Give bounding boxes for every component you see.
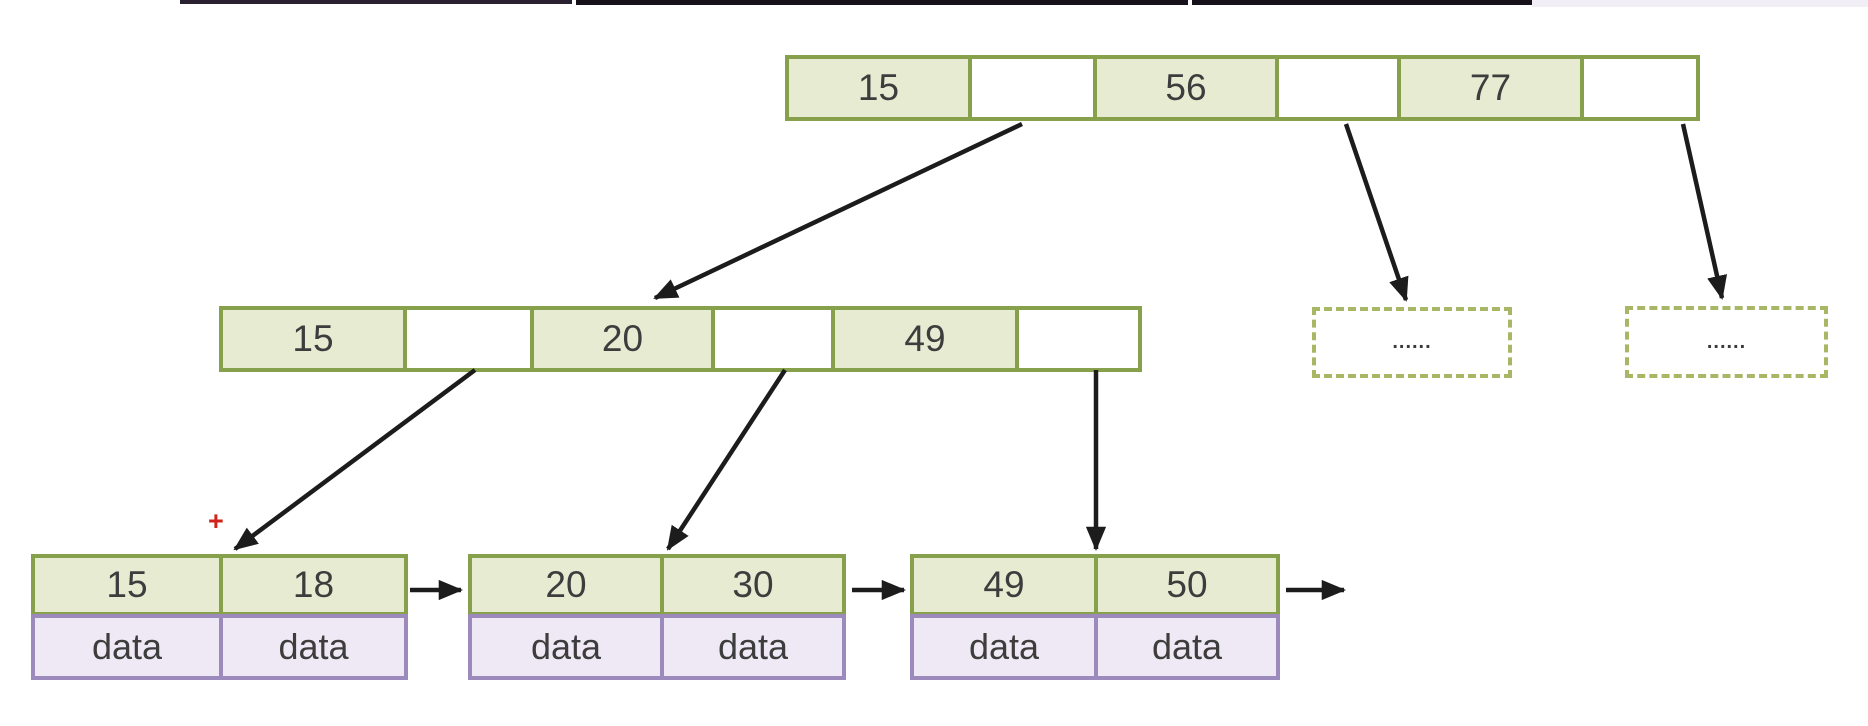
leaf-data-cell: data	[31, 614, 223, 680]
root-pointer-cell	[968, 55, 1097, 121]
top-edge-fragment	[1192, 0, 1532, 5]
arrow-internal-to-leaf-1	[233, 368, 477, 551]
leaf-node: 49 50 data data	[910, 554, 1280, 680]
leaf-node: 15 18 data data	[31, 554, 408, 680]
top-edge-fragment	[1532, 0, 1868, 7]
leaf-key-cell: 20	[468, 554, 664, 616]
leaf-node: 20 30 data data	[468, 554, 846, 680]
internal-pointer-cell	[403, 306, 534, 372]
leaf-data-cell: data	[660, 614, 846, 680]
overflow-node: ......	[1625, 306, 1828, 378]
overflow-node-label: ......	[1392, 331, 1432, 353]
root-key-cell: 15	[785, 55, 972, 121]
internal-pointer-cell	[1015, 306, 1142, 372]
leaf-data-cell: data	[468, 614, 664, 680]
top-edge-fragment	[180, 0, 572, 4]
overflow-node-label: ......	[1706, 330, 1747, 353]
root-key-cell: 56	[1093, 55, 1279, 121]
leaf-data-cell: data	[219, 614, 408, 680]
leaf-key-cell: 18	[219, 554, 408, 616]
leaf-data-cell: data	[1094, 614, 1280, 680]
arrow-internal-to-leaf-2	[666, 368, 787, 551]
internal-key-cell: 15	[219, 306, 407, 372]
leaf-key-cell: 30	[660, 554, 846, 616]
internal-key-cell: 20	[530, 306, 715, 372]
arrow-root-to-overflow-1	[1343, 123, 1409, 302]
leaf-key-cell: 49	[910, 554, 1098, 616]
leaf-key-cell: 15	[31, 554, 223, 616]
root-pointer-cell	[1580, 55, 1700, 121]
leaf-key-cell: 50	[1094, 554, 1280, 616]
root-pointer-cell	[1275, 55, 1401, 121]
internal-node: 15 20 49	[219, 306, 1142, 372]
overflow-node: ......	[1312, 307, 1512, 378]
root-key-cell: 77	[1397, 55, 1584, 121]
top-edge-fragment	[576, 0, 1188, 5]
leaf-data-cell: data	[910, 614, 1098, 680]
root-node: 15 56 77	[785, 55, 1700, 121]
internal-key-cell: 49	[831, 306, 1019, 372]
cursor-cross-icon: +	[208, 506, 224, 536]
internal-pointer-cell	[711, 306, 835, 372]
arrow-root-to-internal	[653, 121, 1023, 301]
arrow-root-to-overflow-2	[1680, 123, 1728, 300]
